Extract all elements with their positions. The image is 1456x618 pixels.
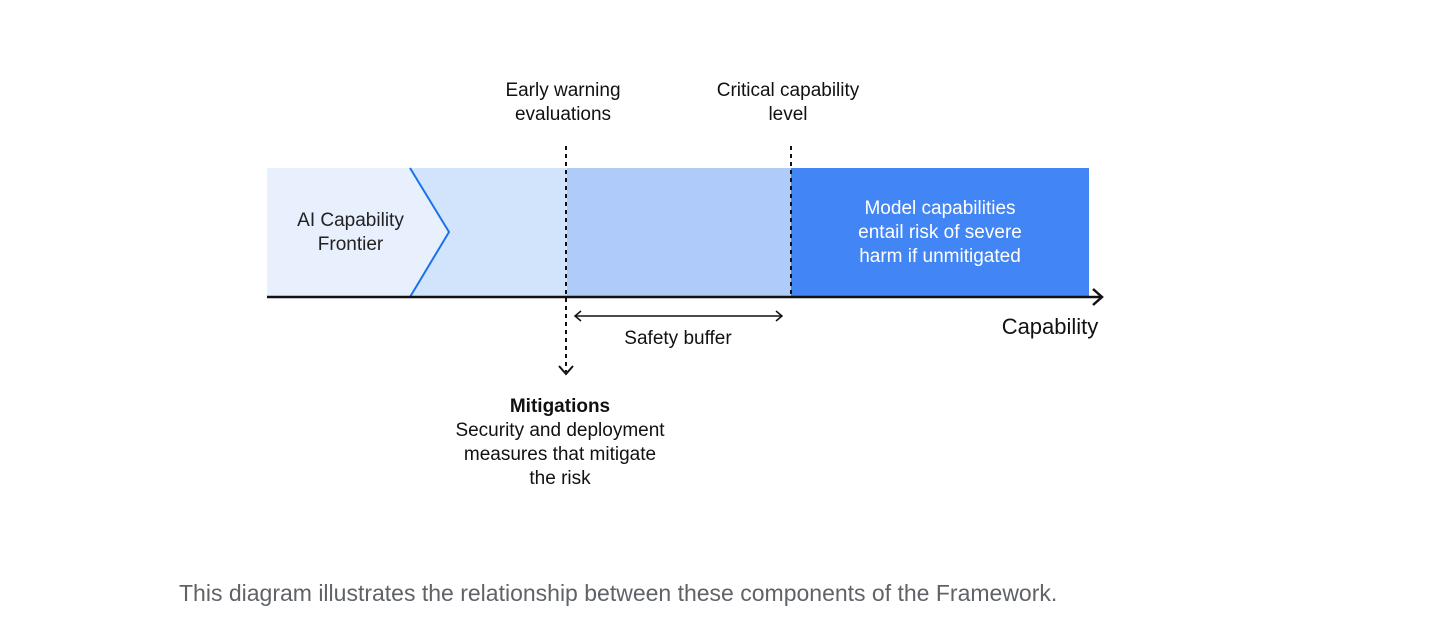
mitigation-arrowhead bbox=[558, 365, 574, 376]
framework-diagram: Early warning evaluations Critical capab… bbox=[267, 80, 1104, 491]
early-warning-region bbox=[410, 168, 567, 297]
diagram-graphic bbox=[267, 146, 1104, 376]
diagram-caption: This diagram illustrates the relationshi… bbox=[179, 580, 1058, 606]
risk-region-label: Model capabilities entail risk of severe… bbox=[858, 198, 1022, 267]
safety-buffer-label: Safety buffer bbox=[624, 328, 732, 349]
mitigations-block: Mitigations Security and deployment meas… bbox=[430, 395, 690, 491]
buffer-arrowhead-right bbox=[775, 310, 784, 322]
critical-level-label: Critical capability level bbox=[716, 80, 860, 125]
severe-risk-region bbox=[791, 168, 1089, 297]
mitigations-description: Security and deployment measures that mi… bbox=[455, 420, 665, 489]
safety-buffer-region bbox=[567, 168, 791, 297]
early-warning-label: Early warning evaluations bbox=[505, 80, 621, 125]
frontier-label: AI Capability Frontier bbox=[297, 210, 404, 255]
axis-arrowhead bbox=[1092, 288, 1104, 306]
frontier-chevron bbox=[409, 167, 451, 298]
buffer-arrowhead-left bbox=[573, 310, 582, 322]
axis-label: Capability bbox=[1001, 314, 1099, 339]
mitigations-title: Mitigations bbox=[509, 396, 611, 417]
